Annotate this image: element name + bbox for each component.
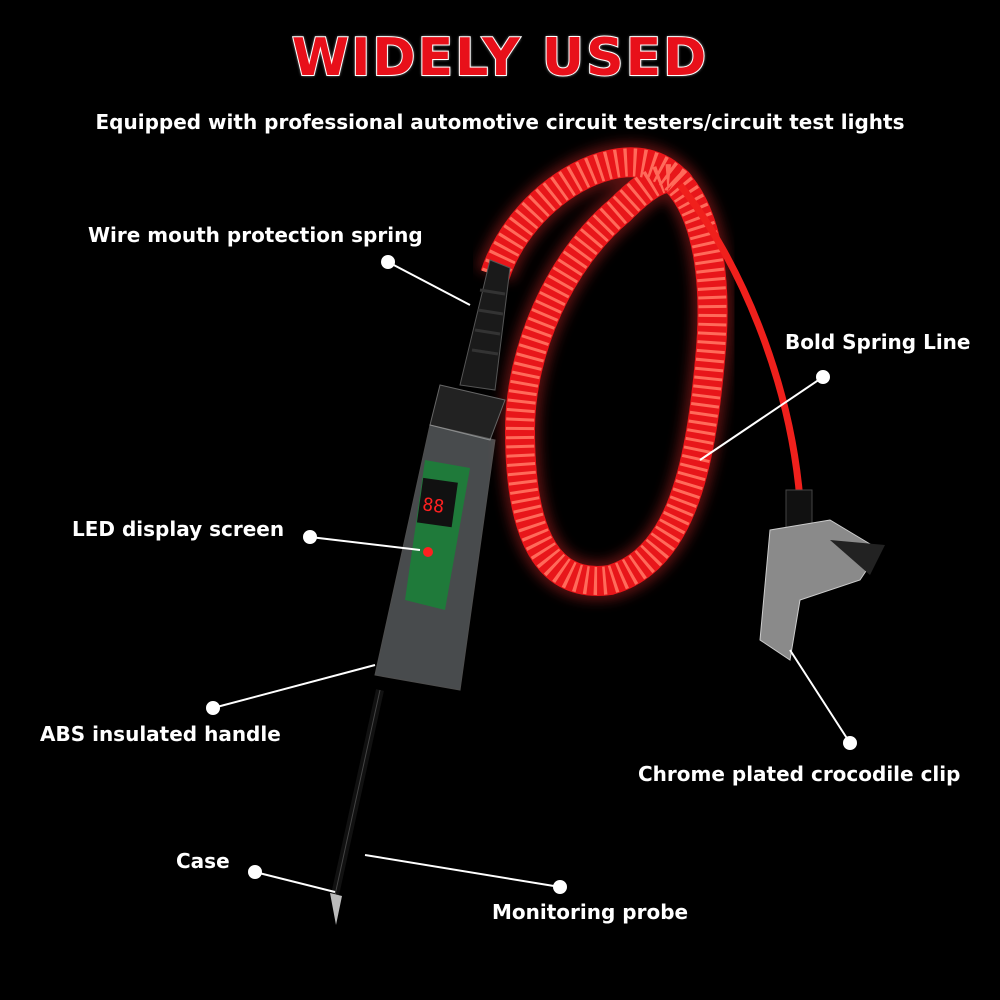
straight-cord — [677, 182, 804, 501]
label-spring: Wire mouth protection spring — [88, 223, 423, 247]
label-bold-spring-line: Bold Spring Line — [785, 330, 971, 354]
label-crocodile-clip: Chrome plated crocodile clip — [638, 762, 961, 786]
crocodile-clip — [759, 489, 885, 661]
page-title: WIDELY USED — [291, 27, 709, 89]
label-monitoring-probe: Monitoring probe — [492, 900, 689, 924]
coiled-cord — [476, 142, 733, 601]
subtitle: Equipped with professional automotive ci… — [95, 110, 905, 134]
leader-lines — [206, 255, 857, 894]
tester-body: 88 — [330, 259, 511, 925]
label-abs-handle: ABS insulated handle — [40, 722, 281, 746]
label-case: Case — [176, 849, 230, 873]
svg-text:88: 88 — [421, 494, 445, 518]
label-led-display: LED display screen — [72, 517, 285, 541]
